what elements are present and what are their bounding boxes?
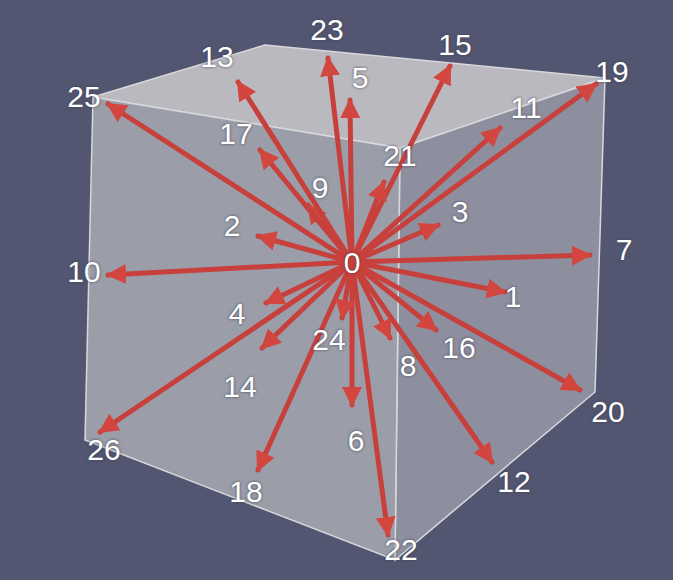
- direction-number: 2: [224, 211, 241, 241]
- direction-number: 5: [352, 63, 369, 93]
- direction-number: 8: [400, 351, 417, 381]
- direction-number: 10: [67, 257, 100, 287]
- direction-number: 16: [442, 333, 475, 363]
- cube-front-face: [85, 97, 400, 560]
- direction-number: 21: [383, 141, 416, 171]
- direction-number: 20: [591, 397, 624, 427]
- direction-number: 0: [344, 248, 361, 278]
- direction-number: 9: [312, 173, 329, 203]
- cube-right-face: [395, 78, 605, 560]
- direction-number: 6: [348, 426, 365, 456]
- direction-number: 24: [312, 325, 345, 355]
- direction-number: 19: [595, 57, 628, 87]
- direction-number: 12: [497, 467, 530, 497]
- direction-number: 11: [510, 93, 541, 123]
- direction-number: 14: [223, 372, 256, 402]
- direction-number: 7: [616, 235, 633, 265]
- direction-number: 25: [67, 82, 100, 112]
- direction-number: 18: [229, 477, 262, 507]
- direction-number: 4: [229, 299, 246, 329]
- direction-number: 13: [200, 42, 233, 72]
- direction-number: 22: [384, 535, 417, 565]
- direction-number: 3: [452, 197, 469, 227]
- velocity-arrows: [100, 58, 596, 535]
- direction-number: 26: [87, 435, 120, 465]
- direction-number: 15: [438, 30, 471, 60]
- direction-number: 1: [505, 282, 522, 312]
- direction-number: 17: [219, 119, 252, 149]
- direction-number: 23: [310, 15, 343, 45]
